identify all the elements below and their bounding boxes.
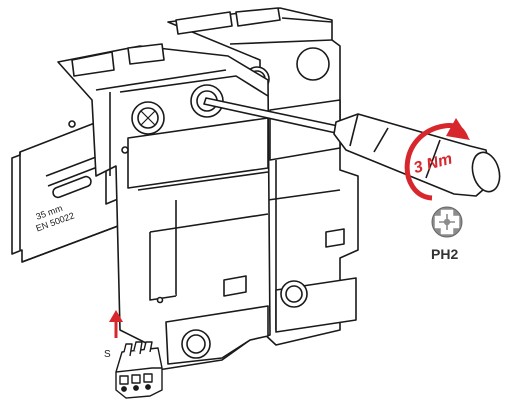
screwdriver (203, 97, 501, 197)
insert-arrow-icon (109, 310, 123, 338)
bit-size-text: PH2 (431, 246, 458, 262)
connector-label-text: S (104, 349, 111, 360)
spd-module-left (57, 43, 271, 371)
signal-connector (115, 341, 163, 399)
phillips-bit-icon (431, 206, 463, 238)
